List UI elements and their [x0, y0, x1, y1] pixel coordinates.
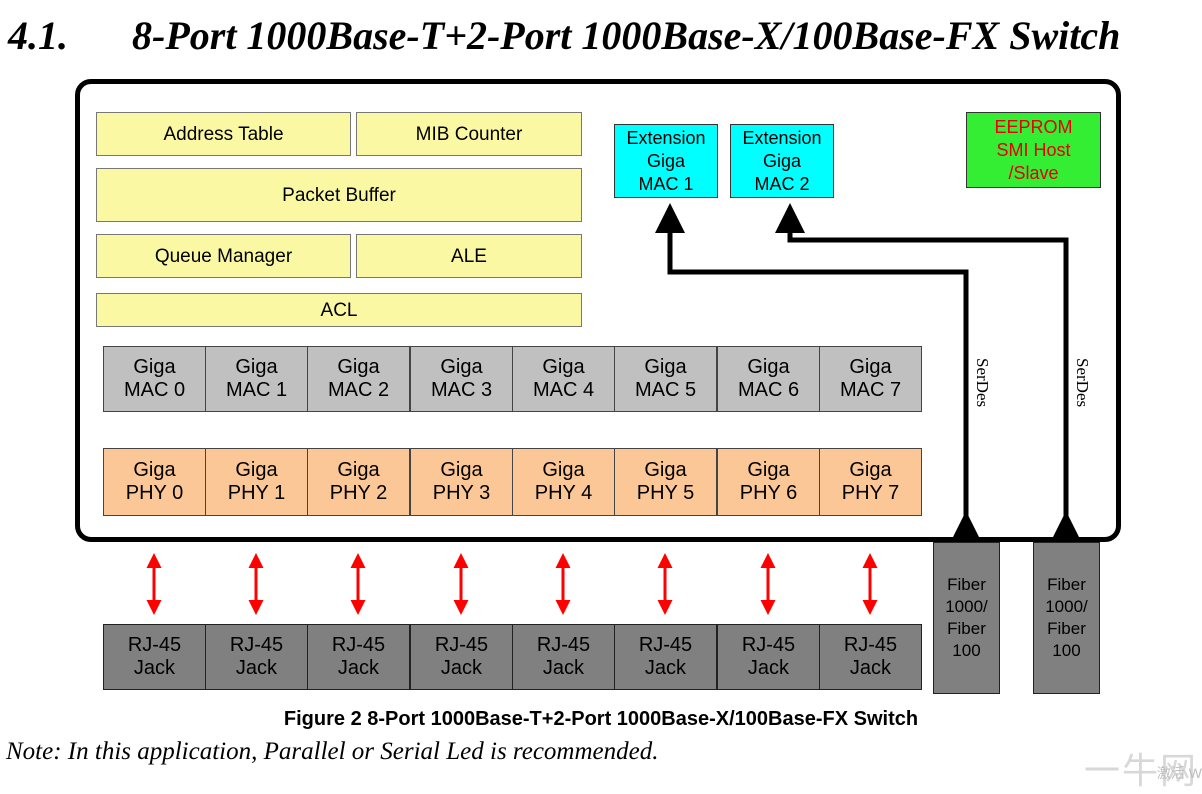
eeprom-line3: /Slave: [1008, 162, 1059, 183]
serdes-label-1: SerDes: [973, 358, 992, 408]
giga-phy-0-line2: PHY 0: [125, 482, 184, 504]
mib-counter-label: MIB Counter: [415, 123, 523, 145]
giga-phy-1-line2: PHY 1: [227, 482, 286, 504]
serdes-label-2: SerDes: [1073, 358, 1092, 408]
rj45-jack-5-line1: RJ-45: [638, 634, 693, 656]
rj45-jack-1-line1: RJ-45: [229, 634, 284, 656]
packet-buffer-label: Packet Buffer: [282, 184, 396, 206]
giga-mac-1-line2: MAC 1: [225, 379, 288, 401]
eeprom-line1: EEPROM: [994, 116, 1073, 137]
figure-caption: Figure 2 8-Port 1000Base-T+2-Port 1000Ba…: [283, 708, 919, 730]
fiber-2-line1: Fiber: [1047, 575, 1086, 594]
mib-counter-block: MIB Counter: [356, 112, 582, 156]
giga-mac-1-line1: Giga: [235, 356, 278, 378]
rj45-jack-0-line2: Jack: [133, 657, 176, 679]
giga-mac-3-line1: Giga: [440, 356, 483, 378]
giga-mac-3-line2: MAC 3: [430, 379, 493, 401]
rj45-jack-7-line2: Jack: [849, 657, 892, 679]
eeprom-line2: SMI Host: [996, 139, 1071, 160]
acl-block: ACL: [96, 293, 582, 327]
fiber-2-line3: Fiber: [1047, 619, 1086, 638]
giga-phy-2-line1: Giga: [337, 459, 380, 481]
giga-phy-4-line1: Giga: [542, 459, 585, 481]
ext-mac-1-line3: MAC 1: [638, 173, 694, 194]
giga-mac-0-line1: Giga: [133, 356, 176, 378]
rj45-jack-4-line1: RJ-45: [536, 634, 591, 656]
giga-mac-2-line2: MAC 2: [327, 379, 390, 401]
rj45-jack-6-line2: Jack: [747, 657, 790, 679]
rj45-jack-2-line1: RJ-45: [331, 634, 386, 656]
section-title: 8-Port 1000Base-T+2-Port 1000Base-X/100B…: [132, 13, 1121, 58]
rj45-jack-3-line1: RJ-45: [434, 634, 489, 656]
ale-label: ALE: [451, 245, 487, 267]
section-number: 4.1.: [8, 13, 68, 58]
giga-phy-4-line2: PHY 4: [534, 482, 593, 504]
address-table-label: Address Table: [163, 123, 284, 145]
application-note: Note: In this application, Parallel or S…: [6, 738, 659, 765]
packet-buffer-block: Packet Buffer: [96, 168, 582, 222]
queue-manager-label: Queue Manager: [154, 245, 293, 267]
fiber-module-2: Fiber 1000/Fiber 100: [1033, 542, 1100, 694]
fiber-2-line2: 1000/: [1045, 597, 1088, 616]
rj45-jack-5-line2: Jack: [644, 657, 687, 679]
serdes-path-2: [775, 202, 1081, 541]
rj45-jack-6-line1: RJ-45: [741, 634, 796, 656]
giga-mac-4-line1: Giga: [542, 356, 585, 378]
rj45-jack-7-line1: RJ-45: [843, 634, 898, 656]
rj45-jack-0-line1: RJ-45: [127, 634, 182, 656]
watermark-activate: 激活 W: [1156, 765, 1202, 781]
ext-mac-1-line1: Extension: [626, 127, 706, 148]
acl-label: ACL: [320, 299, 358, 321]
ale-block: ALE: [356, 234, 582, 278]
giga-mac-4-line2: MAC 4: [532, 379, 595, 401]
fiber-module-1: Fiber 1000/Fiber 100: [933, 542, 1000, 694]
ext-mac-2-line2: Giga: [762, 150, 802, 171]
phy-jack-red-arrows: [146, 553, 878, 615]
giga-phy-3-line1: Giga: [440, 459, 483, 481]
serdes-path-1: [655, 202, 981, 541]
fiber-1-line3: Fiber: [947, 619, 986, 638]
fiber-1-line1: Fiber: [947, 575, 986, 594]
address-table-block: Address Table: [96, 112, 351, 156]
giga-phy-2-line2: PHY 2: [329, 482, 388, 504]
giga-phy-1-line1: Giga: [235, 459, 278, 481]
fiber-1-line4: 100: [952, 641, 981, 660]
giga-phy-0-line1: Giga: [133, 459, 176, 481]
queue-manager-block: Queue Manager: [96, 234, 351, 278]
giga-phy-3-line2: PHY 3: [432, 482, 491, 504]
ext-mac-1-line2: Giga: [646, 150, 686, 171]
rj45-jack-1-line2: Jack: [235, 657, 278, 679]
ext-mac-2-line3: MAC 2: [754, 173, 810, 194]
giga-mac-0-line2: MAC 0: [123, 379, 186, 401]
giga-mac-2-line1: Giga: [337, 356, 380, 378]
fiber-2-line4: 100: [1052, 641, 1081, 660]
fiber-1-line2: 1000/: [945, 597, 988, 616]
rj45-jack-3-line2: Jack: [440, 657, 483, 679]
rj45-jack-4-line2: Jack: [542, 657, 585, 679]
ext-mac-2-line1: Extension: [742, 127, 822, 148]
rj45-jack-2-line2: Jack: [337, 657, 380, 679]
